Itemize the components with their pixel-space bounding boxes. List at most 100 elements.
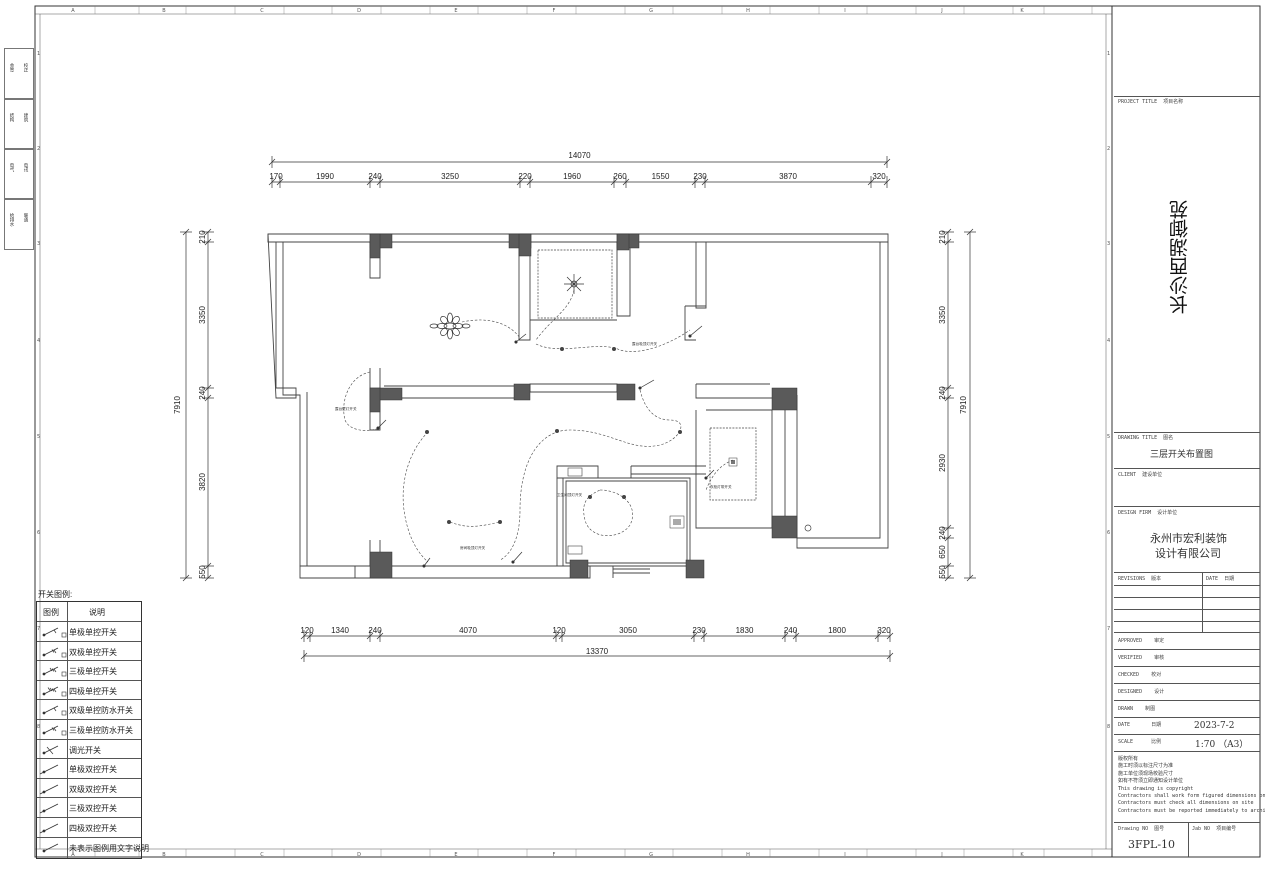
stamp-label: 给排水 xyxy=(9,213,14,227)
switch-wiring xyxy=(343,289,734,563)
grid-col-label: F xyxy=(553,8,556,14)
legend-row: 三极单控防水开关 xyxy=(37,719,141,739)
grid-row-label: 1 xyxy=(1107,51,1110,57)
grid-row-label: 4 xyxy=(1107,338,1110,344)
drawing-title-label-cn: 图名 xyxy=(1163,435,1174,441)
date-label-cn: 日期 xyxy=(1151,722,1162,728)
stamp-label: 电讯 xyxy=(23,163,28,172)
legend-row: 三极双控开关 xyxy=(37,797,141,817)
dimension-label: 550 xyxy=(198,565,207,579)
verified-label: VERIFIED xyxy=(1118,655,1143,661)
legend-col-desc: 说明 xyxy=(89,608,105,617)
design-firm-line2: 设计有限公司 xyxy=(1155,547,1221,560)
legend-row: 双级单控防水开关 xyxy=(37,699,141,719)
downlight-icon xyxy=(425,430,429,434)
stamp-cell: 给排水 暖通 xyxy=(4,198,34,250)
dimension-label: 1990 xyxy=(316,172,334,181)
legend-item-label: 调光开关 xyxy=(69,745,101,755)
grid-col-label: K xyxy=(1020,852,1024,858)
dimension-label: 1550 xyxy=(652,172,670,181)
grid-col-label: D xyxy=(357,8,361,14)
structural-columns xyxy=(369,233,798,579)
stamp-label: 暖通 xyxy=(23,213,28,222)
grid-col-label: H xyxy=(746,8,750,14)
dimension-label: 650 xyxy=(938,545,947,559)
date-col-label-cn: 日期 xyxy=(1224,576,1235,582)
chandelier-icon xyxy=(564,274,584,294)
stamp-label: 校正 xyxy=(23,63,28,72)
project-name: 长沙西湖御苑 xyxy=(1169,200,1191,314)
drawn-label: DRAWN xyxy=(1118,706,1134,712)
grid-col-label: C xyxy=(260,852,264,858)
grid-col-label: E xyxy=(454,852,457,858)
legend-item-label: 双级单控防水开关 xyxy=(69,706,133,716)
dimension-label: 3870 xyxy=(779,172,797,181)
grid-row-label: 3 xyxy=(37,241,40,247)
copyright-line: 施工时须以标注尺寸为准 xyxy=(1118,763,1174,770)
scale-value: 1:70 （A3） xyxy=(1195,740,1249,750)
drawing-title-label: DRAWING TITLE xyxy=(1118,435,1158,441)
grid-col-label: B xyxy=(162,852,166,858)
date-col-label: DATE xyxy=(1206,576,1219,582)
grid-row-label: 1 xyxy=(37,51,40,57)
dimension-label: 3350 xyxy=(938,306,947,324)
legend-item-label: 三极双控开关 xyxy=(69,804,117,814)
legend-row: 双级双控开关 xyxy=(37,777,141,798)
grid-col-label: F xyxy=(553,852,556,858)
stamp-label: 建筑 xyxy=(23,113,28,122)
dimension-label: 240 xyxy=(368,172,382,181)
legend-row: 四极单控开关 xyxy=(37,679,141,700)
note-wardrobe-strip-switch: 衣柜灯带开关 xyxy=(710,484,732,489)
legend-item-label: 单极单控开关 xyxy=(69,628,117,637)
client-label-cn: 建设单位 xyxy=(1142,472,1163,478)
drawing-name: 三层开关布置图 xyxy=(1150,450,1214,460)
grid-row-label: 7 xyxy=(37,626,40,632)
date-value: 2023-7-2 xyxy=(1194,721,1235,731)
dimension-label: 3350 xyxy=(198,306,207,324)
note-terrace-wall-switch: 露台壁灯开关 xyxy=(335,406,357,411)
legend-item-label: 双极单控开关 xyxy=(69,647,117,657)
grid-row-label: 8 xyxy=(1107,724,1110,730)
legend-title: 开关图例: xyxy=(38,590,73,599)
dimension-label: 210 xyxy=(938,230,947,244)
triple-pole-switch-icon xyxy=(42,666,67,677)
verified-label-cn: 审核 xyxy=(1154,655,1165,661)
waterproof-double-switch-icon xyxy=(42,706,67,716)
grid-row-label: 2 xyxy=(1107,146,1110,152)
design-firm-line1: 永州市宏利装饰 xyxy=(1150,532,1227,545)
downlight-icon xyxy=(588,495,592,499)
dimension-label: 4070 xyxy=(459,626,477,635)
dimension-label: 3050 xyxy=(619,626,637,635)
grid-row-label: 5 xyxy=(1107,434,1110,440)
copyright-line: Contractors shall work form figured dime… xyxy=(1118,793,1265,800)
grid-col-label: A xyxy=(71,852,75,858)
grid-col-label: E xyxy=(454,8,457,14)
dimension-total-label: 13370 xyxy=(586,647,609,656)
downlight-icons xyxy=(425,347,682,524)
dimension-label: 240 xyxy=(784,626,798,635)
dimension-total-label: 14070 xyxy=(568,151,591,160)
dimension-label: 320 xyxy=(877,626,891,635)
copyright-line: 施工单位须现场校验尺寸 xyxy=(1118,770,1174,777)
legend-row: 未表示图例用文字说明 xyxy=(37,836,149,857)
double-pole-switch-icon xyxy=(42,647,67,657)
dimension-total-label: 7910 xyxy=(173,396,182,414)
copyright-line: Contractors must be reported immediately… xyxy=(1118,807,1265,814)
legend-item-label: 未表示图例用文字说明 xyxy=(69,843,149,853)
downlight-icon xyxy=(447,520,451,524)
grid-row-label: 2 xyxy=(37,146,40,152)
approval-stamp: 会签校正结构建筑电气电讯给排水暖通 xyxy=(4,48,34,250)
dimension-label: 240 xyxy=(938,526,947,540)
dimension-label: 550 xyxy=(938,565,947,579)
quad-pole-two-way-switch-icon xyxy=(39,823,59,834)
single-pole-two-way-switch-icon xyxy=(39,764,59,775)
dimension-label: 210 xyxy=(198,230,207,244)
grid-col-label: J xyxy=(940,8,942,14)
legend-item-label: 四极单控开关 xyxy=(69,686,117,696)
legend-item-label: 三极单控防水开关 xyxy=(69,726,133,735)
scale-label-cn: 比例 xyxy=(1151,739,1162,745)
drawing-no-label-cn: 图号 xyxy=(1154,826,1165,832)
grid-row-label: 4 xyxy=(37,338,40,344)
legend-row: 单极双控开关 xyxy=(37,758,141,778)
grid-col-label: I xyxy=(844,852,845,858)
